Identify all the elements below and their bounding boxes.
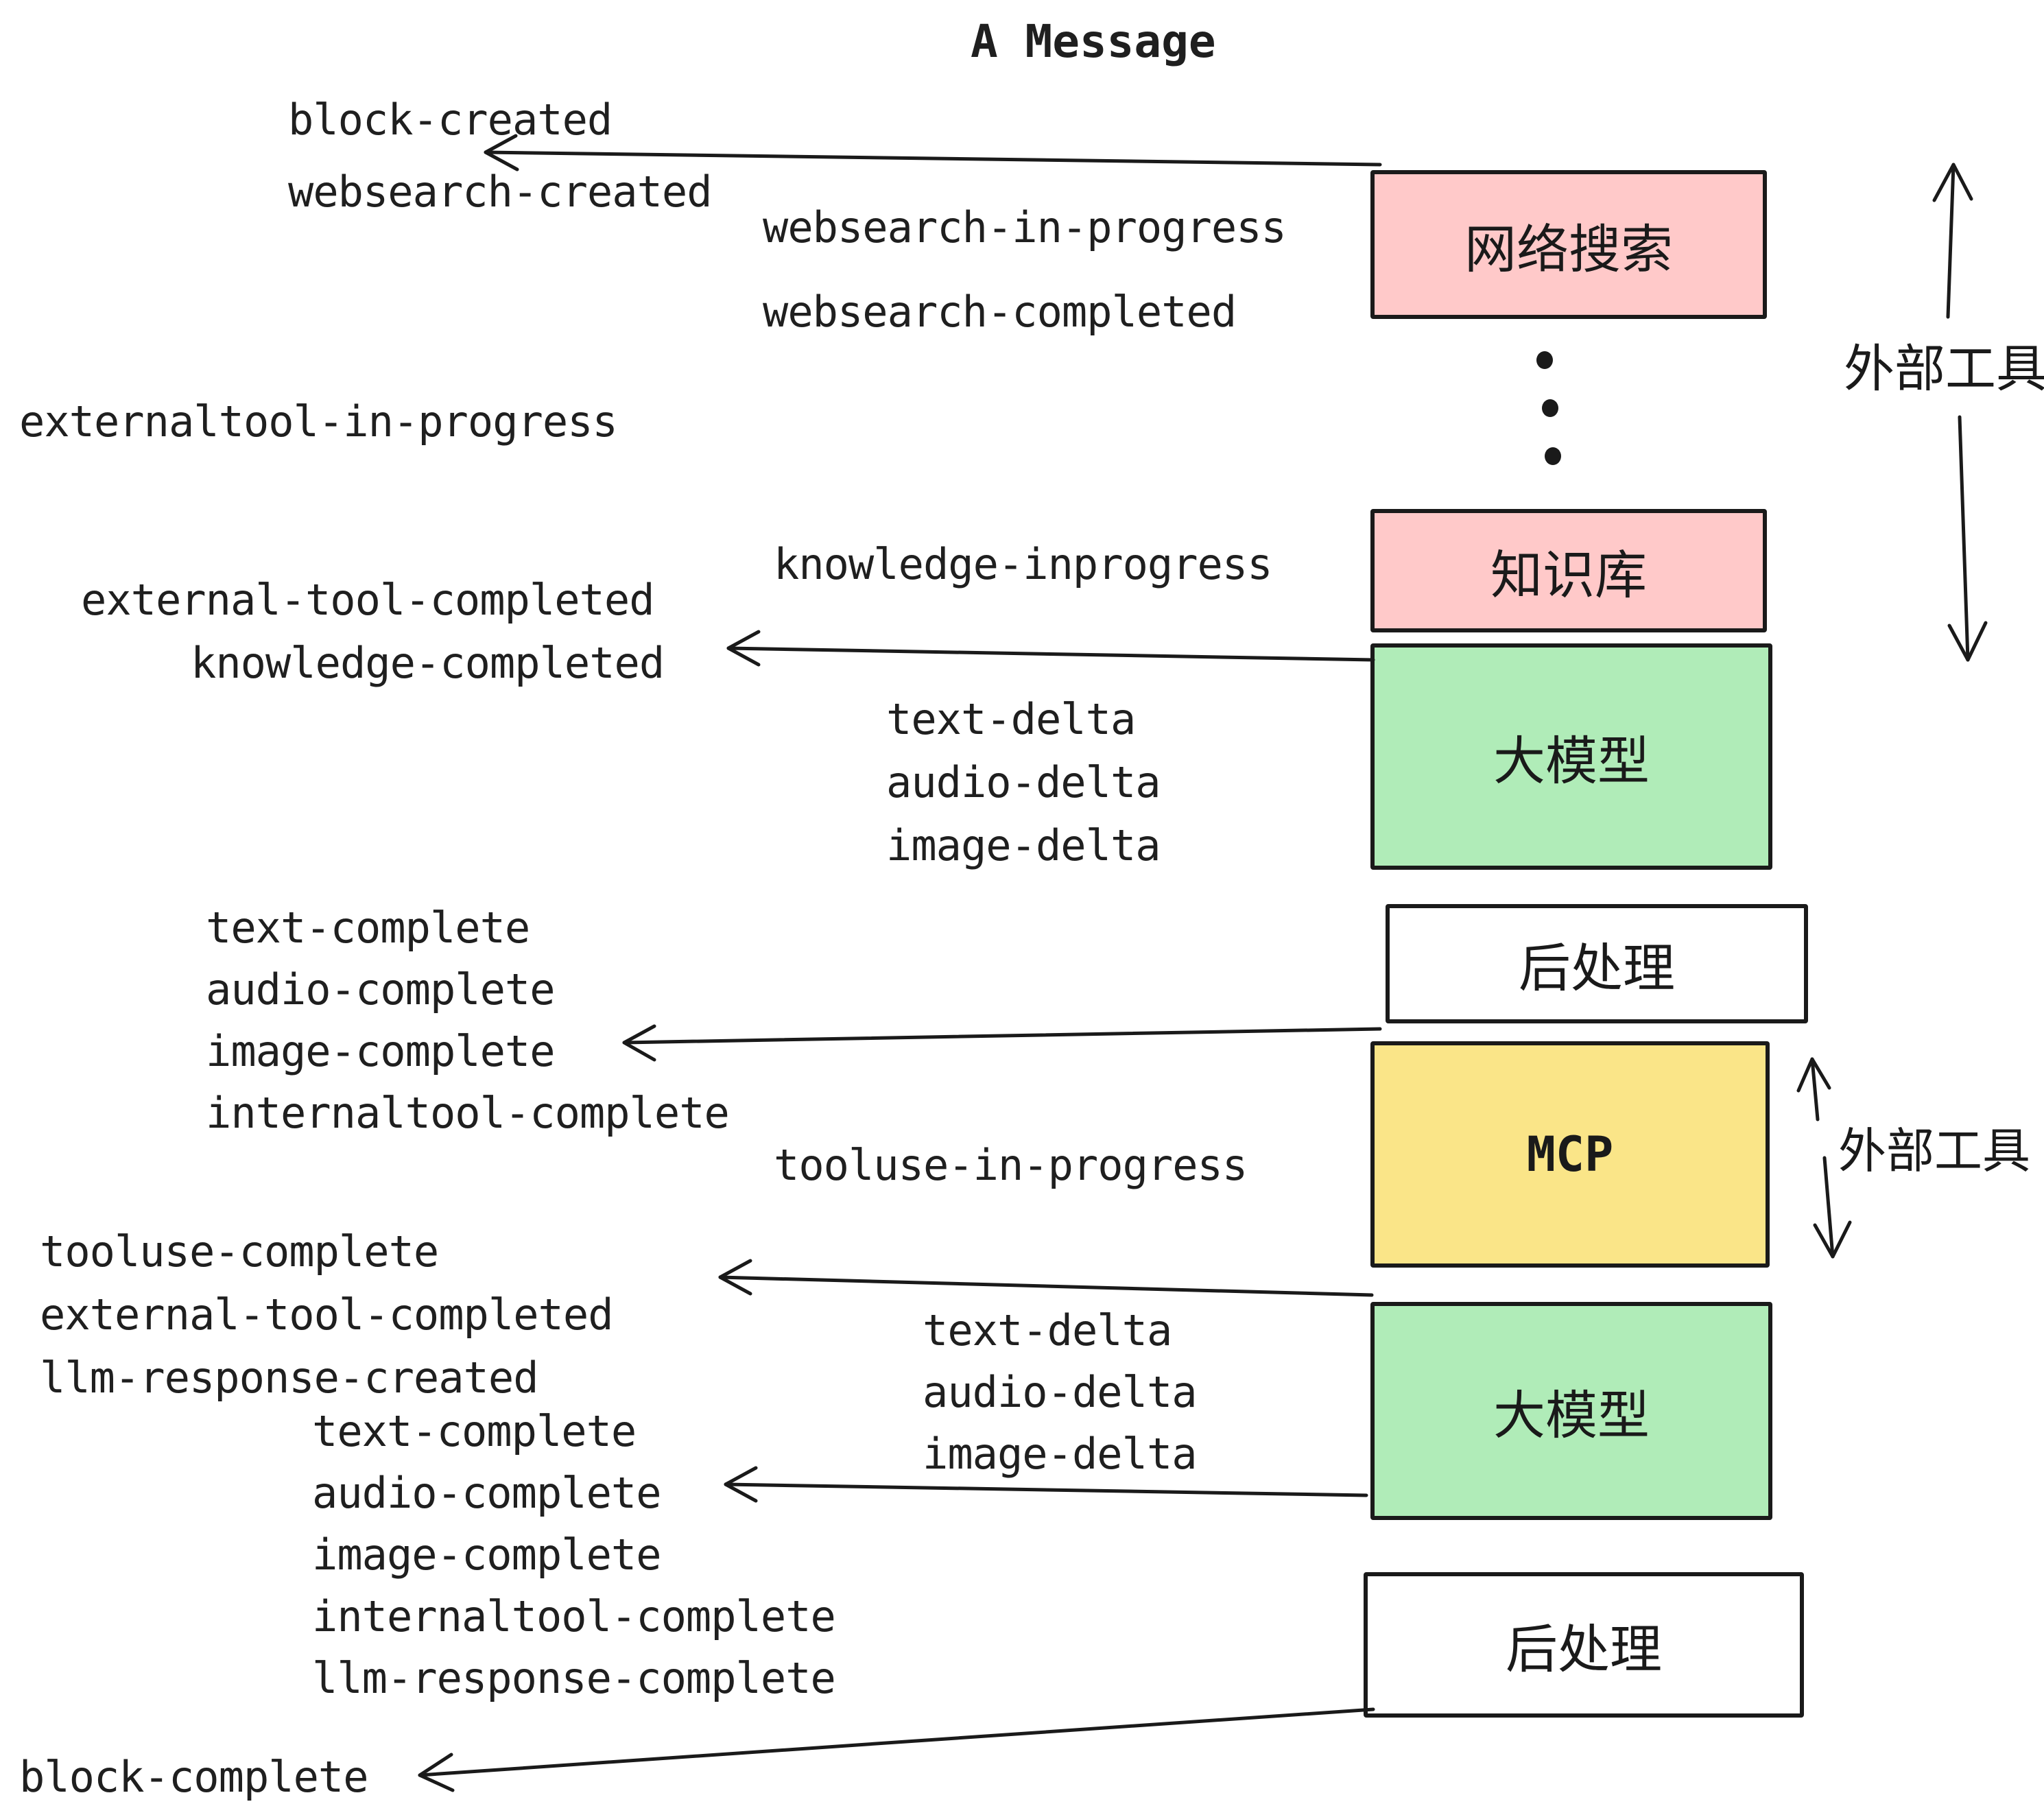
event-websearch-created: websearch-created: [288, 167, 713, 217]
event-image-delta-1: image-delta: [886, 820, 1161, 870]
box-postprocess-2-label: 后处理: [1506, 1619, 1662, 1680]
event-image-delta-2: image-delta: [923, 1429, 1198, 1479]
box-knowledge-label: 知识库: [1490, 545, 1647, 606]
event-text-complete-1: text-complete: [206, 903, 530, 953]
event-external-tool-completed-1: external-tool-completed: [81, 575, 655, 625]
ellipsis-dot: [1542, 399, 1558, 417]
event-block-complete: block-complete: [19, 1752, 369, 1802]
box-postprocess-1: 后处理: [1386, 904, 1808, 1023]
event-block-created: block-created: [288, 95, 613, 145]
event-audio-delta-2: audio-delta: [923, 1367, 1198, 1417]
arrow-to-websearch-created: [484, 134, 1382, 171]
event-tooluse-complete: tooluse-complete: [40, 1226, 439, 1277]
box-llm-2-label: 大模型: [1493, 1385, 1650, 1446]
box-knowledge: 知识库: [1370, 509, 1767, 632]
side-label-external-tools-2: 外部工具: [1838, 1123, 2030, 1179]
arrow-to-knowledge-completed: [726, 630, 1375, 667]
ellipsis-dot: [1536, 351, 1553, 369]
event-llm-response-created: llm-response-created: [40, 1353, 539, 1403]
event-audio-complete-2: audio-complete: [312, 1468, 662, 1518]
event-external-tool-completed-2: external-tool-completed: [40, 1290, 614, 1340]
side-label-external-tools-1: 外部工具: [1844, 340, 2044, 399]
event-websearch-completed: websearch-completed: [763, 287, 1237, 337]
box-llm-1-label: 大模型: [1493, 731, 1650, 792]
box-mcp-label: MCP: [1526, 1126, 1614, 1183]
arrow-external-tools-1-up: [1932, 163, 1973, 319]
arrow-to-block-complete: [418, 1707, 1375, 1792]
event-image-complete-1: image-complete: [206, 1026, 556, 1076]
box-postprocess-2: 后处理: [1364, 1572, 1804, 1718]
arrow-external-tools-2-up: [1796, 1057, 1831, 1121]
box-llm-2: 大模型: [1370, 1302, 1772, 1520]
ellipsis-dot: [1545, 447, 1561, 465]
box-mcp: MCP: [1370, 1041, 1770, 1268]
box-postprocess-1-label: 后处理: [1519, 938, 1675, 999]
event-tooluse-in-progress: tooluse-in-progress: [774, 1140, 1248, 1190]
event-knowledge-inprogress: knowledge-inprogress: [774, 539, 1273, 589]
event-websearch-in-progress: websearch-in-progress: [763, 202, 1287, 252]
event-internaltool-complete-2: internaltool-complete: [312, 1591, 836, 1641]
event-internaltool-complete-1: internaltool-complete: [206, 1088, 730, 1138]
arrow-external-tools-1-down: [1947, 415, 1988, 662]
arrow-to-image-complete-1: [622, 1024, 1382, 1062]
event-image-complete-2: image-complete: [312, 1530, 662, 1580]
event-knowledge-completed: knowledge-completed: [191, 638, 665, 688]
arrow-to-external-tool-completed-2: [718, 1259, 1374, 1297]
box-llm-1: 大模型: [1370, 643, 1772, 870]
event-llm-response-complete: llm-response-complete: [312, 1653, 836, 1703]
event-audio-delta-1: audio-delta: [886, 757, 1161, 807]
box-websearch: 网络搜索: [1370, 170, 1767, 319]
diagram-title: A Message: [971, 15, 1216, 68]
event-audio-complete-1: audio-complete: [206, 964, 556, 1014]
event-externaltool-in-progress: externaltool-in-progress: [19, 396, 618, 447]
event-text-delta-1: text-delta: [886, 694, 1136, 744]
event-text-delta-2: text-delta: [923, 1305, 1172, 1355]
box-websearch-label: 网络搜索: [1464, 218, 1673, 280]
event-text-complete-2: text-complete: [312, 1406, 637, 1456]
